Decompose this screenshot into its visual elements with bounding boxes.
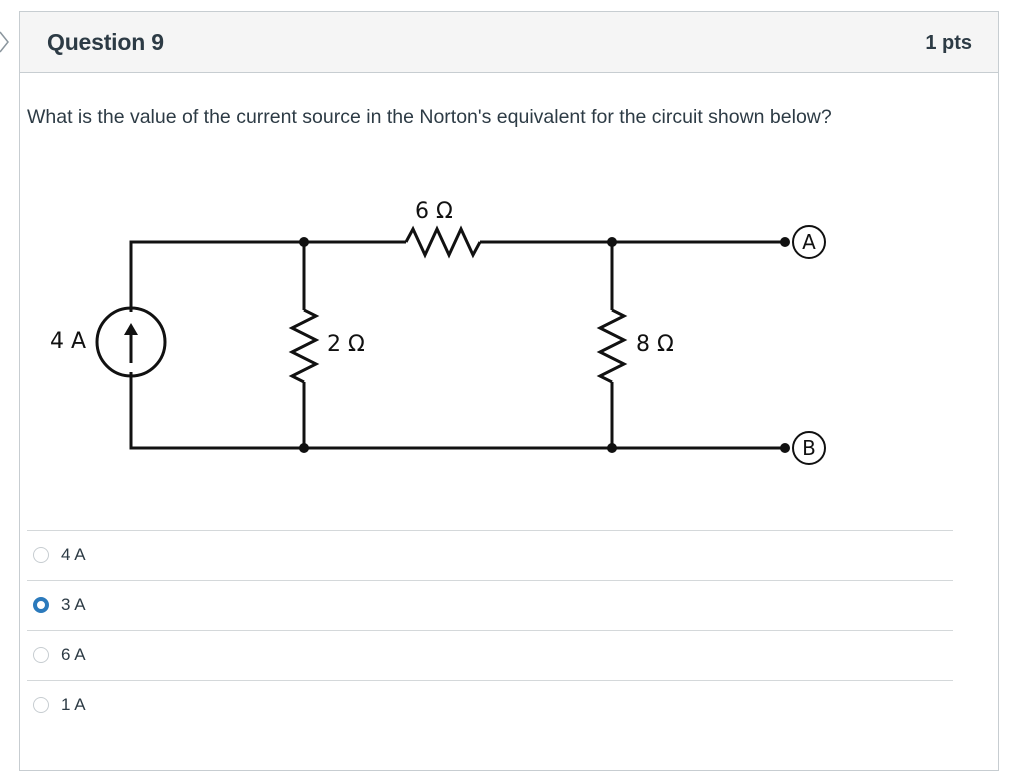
question-title: Question 9: [47, 29, 164, 55]
terminal-a-label: A: [802, 230, 816, 254]
radio-button[interactable]: [33, 697, 49, 713]
answer-label: 6 A: [61, 645, 86, 664]
answer-option[interactable]: 6 A: [27, 630, 953, 680]
resistor-8-label: 8 Ω: [636, 332, 674, 357]
question-text: What is the value of the current source …: [27, 106, 832, 128]
radio-button[interactable]: [33, 547, 49, 563]
chevron-right-icon[interactable]: [0, 30, 11, 54]
circuit-diagram: 4 A 6 Ω 2 Ω 8 Ω A B: [50, 199, 826, 465]
radio-button-selected[interactable]: [33, 597, 49, 613]
answer-label: 4 A: [61, 545, 86, 564]
radio-button[interactable]: [33, 647, 49, 663]
current-source-label: 4 A: [50, 329, 86, 354]
resistor-2-label: 2 Ω: [327, 332, 365, 357]
answer-list: 4 A 3 A 6 A 1 A: [27, 530, 953, 730]
answer-option[interactable]: 4 A: [27, 530, 953, 580]
answer-option[interactable]: 1 A: [27, 680, 953, 730]
question-points: 1 pts: [925, 32, 972, 54]
answer-label: 1 A: [61, 695, 86, 714]
answer-label: 3 A: [61, 595, 86, 614]
question-card: Question 9 1 pts: [19, 11, 999, 771]
question-header: Question 9 1 pts: [20, 12, 998, 73]
answer-option[interactable]: 3 A: [27, 580, 953, 630]
terminal-b-label: B: [802, 436, 816, 460]
resistor-6-label: 6 Ω: [415, 199, 453, 224]
